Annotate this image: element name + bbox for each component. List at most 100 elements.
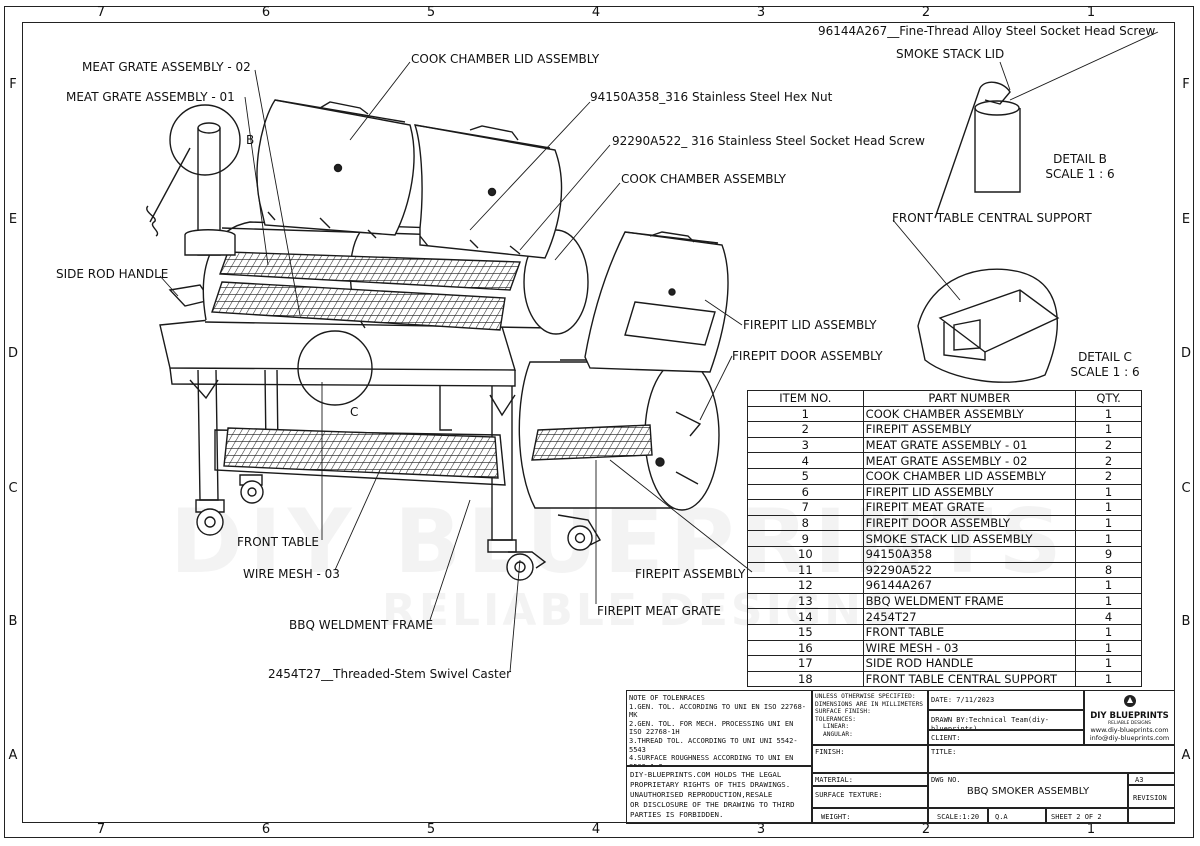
scale-value: SCALE:1:20 (937, 813, 980, 821)
bom-qty: 2 (1075, 467, 1142, 485)
zone-row-c-right: C (1181, 481, 1191, 496)
bom-part-number: 92290A522 (862, 561, 1077, 579)
callout-firepit-lid: FIREPIT LID ASSEMBLY (743, 318, 877, 332)
inner-border (22, 22, 1175, 823)
zone-row-c-left: C (8, 481, 18, 496)
callout-front-table: FRONT TABLE (237, 535, 319, 549)
bom-item-no: 6 (747, 483, 864, 501)
bom-part-number: 2454T27 (862, 608, 1077, 625)
material-cell: MATERIAL: (812, 773, 928, 786)
rights-line-4: OR DISCLOSURE OF THE DRAWING TO THIRD (630, 800, 795, 809)
callout-socket-screw: 92290A522_ 316 Stainless Steel Socket He… (612, 134, 925, 148)
outer-border (4, 6, 1194, 838)
zone-row-d-right: D (1180, 346, 1191, 361)
detail-c-title: DETAIL C (1078, 350, 1132, 364)
cook-lid-left-handle (319, 101, 369, 115)
zone-col-1-bottom: 1 (1086, 822, 1096, 837)
detail-c-scale: SCALE 1 : 6 (1070, 365, 1140, 379)
title-cell: TITLE: (928, 745, 1175, 773)
zone-row-f-right: F (1182, 77, 1190, 92)
finish-label: FINISH: (815, 748, 845, 756)
bom-part-number: FIREPIT ASSEMBLY (862, 421, 1077, 438)
tolerance-note-3: 3.THREAD TOL. ACCORDING TO UNI UNI 5542-… (629, 736, 798, 754)
bom-qty: 1 (1075, 592, 1142, 610)
tolerance-notes: NOTE OF TOLENRACES 1.GEN. TOL. ACCORDING… (626, 690, 812, 766)
callout-firepit-meat-grate: FIREPIT MEAT GRATE (597, 604, 721, 618)
bom-header-part-number: PART NUMBER (862, 390, 1077, 407)
bom-qty: 4 (1075, 608, 1142, 625)
callout-alloy-screw: 96144A267__Fine-Thread Alloy Steel Socke… (818, 24, 1156, 38)
brand-name: DIY BLUEPRINTS (1090, 710, 1169, 721)
callout-cook-chamber-lid: COOK CHAMBER LID ASSEMBLY (411, 52, 600, 66)
revision-label: REVISION (1133, 794, 1167, 802)
meat-grate-upper (219, 251, 521, 291)
dwg-no-label: DWG NO. (931, 776, 961, 784)
bom-header-row: ITEM NO. PART NUMBER QTY. (747, 390, 1142, 407)
zone-row-a-right: A (1181, 748, 1191, 763)
callout-cook-chamber: COOK CHAMBER ASSEMBLY (621, 172, 786, 186)
bom-item-no: 15 (747, 623, 864, 641)
zone-row-b-left: B (8, 614, 18, 629)
detail-b-title: DETAIL B (1053, 152, 1107, 166)
smoke-stack-lid-coil (146, 205, 159, 237)
bom-item-no: 4 (747, 452, 864, 469)
firepit-lid-handle (649, 231, 695, 243)
brand-website[interactable]: www.diy-blueprints.com (1090, 725, 1169, 734)
zone-col-7-bottom: 7 (96, 822, 106, 837)
cook-lid-right-handle (469, 125, 519, 141)
zone-col-4-top: 4 (591, 5, 601, 20)
frame-brace-right (489, 394, 516, 417)
cook-lid-left-knob (333, 163, 343, 173)
detail-c-letter: C (350, 405, 359, 419)
tolerance-note-4: 4.SURFACE ROUGHNESS ACCORDING TO UNI EN … (629, 754, 794, 765)
sheet-cell: SHEET 2 OF 2 (1046, 808, 1128, 824)
finish-cell: FINISH: (812, 745, 928, 773)
callout-meat-grate-01: MEAT GRATE ASSEMBLY - 01 (66, 90, 235, 104)
bom-qty: 1 (1075, 483, 1142, 501)
material-label: MATERIAL: (815, 776, 853, 784)
bom-item-no: 7 (747, 499, 864, 516)
weight-cell: WEIGHT: (812, 808, 928, 824)
firepit-door-handle (675, 411, 702, 485)
tolerance-notes-title: NOTE OF TOLENRACES (629, 694, 705, 702)
bom-part-number: BBQ WELDMENT FRAME (862, 592, 1077, 610)
zone-row-e-left: E (8, 212, 18, 227)
dwg-no-cell: DWG NO. BBQ SMOKER ASSEMBLY (928, 773, 1128, 808)
unless-line-3: SURFACE FINISH: (815, 708, 871, 716)
bom-qty: 1 (1075, 655, 1142, 672)
bom-qty: 1 (1075, 670, 1142, 688)
brand-email[interactable]: info@diy-blueprints.com (1089, 733, 1170, 742)
cook-lid-right-knob (487, 187, 497, 197)
lid-hinges (267, 211, 521, 255)
zone-row-d-left: D (7, 346, 18, 361)
brand-tagline: RELIABLE DESIGNS (1108, 720, 1151, 726)
detail-c-marker (297, 330, 373, 406)
blank-cell (1128, 808, 1175, 824)
bom-qty: 9 (1075, 545, 1142, 563)
weight-label: WEIGHT: (821, 813, 851, 821)
zone-col-6-top: 6 (261, 5, 271, 20)
bom-item-no: 9 (747, 530, 864, 547)
zone-col-5-bottom: 5 (426, 822, 436, 837)
bom-item-no: 17 (747, 655, 864, 672)
client-label: CLIENT: (931, 734, 961, 742)
caster-front-left (195, 499, 225, 536)
bom-qty: 1 (1075, 405, 1142, 423)
bom-item-no: 16 (747, 639, 864, 657)
bom-qty: 1 (1075, 421, 1142, 438)
scale-cell: SCALE:1:20 (928, 808, 988, 824)
bom-part-number: COOK CHAMBER ASSEMBLY (862, 405, 1077, 423)
bom-item-no: 14 (747, 608, 864, 625)
detail-b-marker (169, 104, 241, 176)
callout-hex-nut: 94150A358_316 Stainless Steel Hex Nut (590, 90, 833, 104)
